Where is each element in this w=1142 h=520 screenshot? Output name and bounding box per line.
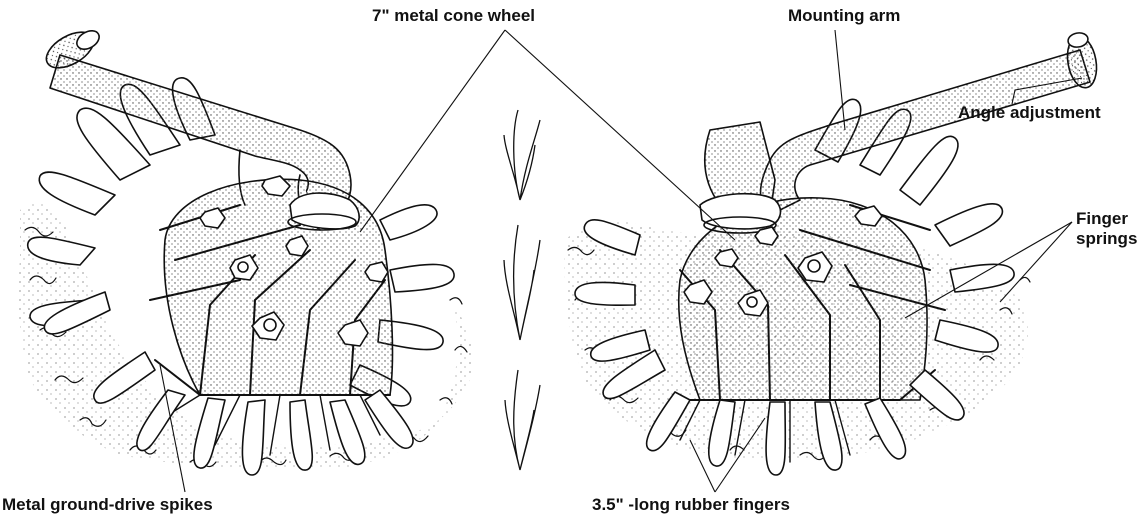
right-cone-wheel xyxy=(679,198,927,400)
crop-seedlings xyxy=(504,110,540,470)
left-finger-weeder xyxy=(19,25,473,475)
mounting-arm-label: Mounting arm xyxy=(788,6,900,26)
angle-adjustment-label: Angle adjustment xyxy=(958,103,1101,123)
leader-spring-2 xyxy=(1000,222,1072,302)
right-finger-weeder xyxy=(564,31,1100,475)
cone-wheel-label: 7" metal cone wheel xyxy=(372,6,535,26)
right-cone-collar xyxy=(700,194,780,229)
leader-cone-left xyxy=(360,30,505,232)
leader-cone-right xyxy=(505,30,735,240)
ground-drive-spikes-label: Metal ground-drive spikes xyxy=(2,495,213,515)
rubber-fingers-label: 3.5" -long rubber fingers xyxy=(592,495,790,515)
finger-springs-label: Finger springs xyxy=(1076,209,1137,249)
